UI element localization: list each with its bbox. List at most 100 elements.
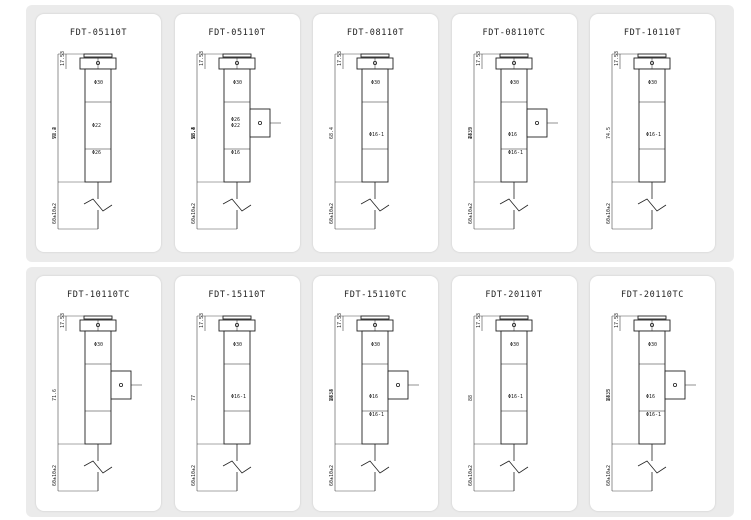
top-flange <box>222 53 251 58</box>
top-flange <box>360 53 390 58</box>
dimension-label: Φ30 <box>94 342 103 348</box>
dimension-label: 17.53 <box>614 51 620 66</box>
break-symbol <box>499 198 528 212</box>
dimension-label: Φ30 <box>371 342 380 348</box>
model-title: FDT-08110T <box>346 28 405 38</box>
dimension-label: 88.4 <box>329 389 335 401</box>
port-hole <box>534 121 539 126</box>
dimension-label: Φ26 <box>92 150 101 156</box>
dimension-label: 60±10±2 <box>52 203 58 224</box>
model-title: FDT-10110TC <box>67 290 130 300</box>
dimension-label: 17.53 <box>199 313 205 328</box>
side-port <box>526 108 547 138</box>
top-flange <box>360 315 390 320</box>
model-title: FDT-05110T <box>208 28 266 38</box>
dimension-label: 24.3 <box>606 389 612 401</box>
dimension-label: 7.3 <box>606 392 612 401</box>
port-hole <box>257 121 262 126</box>
port-hole <box>673 383 678 388</box>
break-symbol <box>499 460 528 474</box>
port-hole <box>396 383 401 388</box>
dimension-label: 17.53 <box>199 51 205 66</box>
model-title: FDT-15110T <box>208 290 266 300</box>
top-flange <box>83 53 113 58</box>
dimension-label: 17.53 <box>614 313 620 328</box>
dimension-label: Φ30 <box>648 342 657 348</box>
dimension-label: 92.2 <box>52 127 58 139</box>
break-symbol <box>360 460 390 474</box>
dimension-label: Φ16 <box>508 132 517 138</box>
side-port <box>387 370 409 400</box>
dimension-label: Φ16-1 <box>508 394 523 400</box>
model-title: FDT-20110T <box>485 290 543 300</box>
break-symbol <box>83 198 113 212</box>
model-title: FDT-15110TC <box>344 290 407 300</box>
dimension-label: Φ30 <box>510 80 519 86</box>
break-symbol <box>637 460 667 474</box>
dimension-label: 7.3 <box>329 392 335 401</box>
break-symbol <box>637 198 667 212</box>
dimension-label: 17.53 <box>60 51 66 66</box>
probe-body <box>500 68 527 183</box>
dimension-label: Φ16 <box>369 394 378 400</box>
dimension-label: Φ16 <box>646 394 655 400</box>
dimension-label: 24.3 <box>329 389 335 401</box>
dimension-label: Φ16-1 <box>231 394 246 400</box>
dimension-label: 60±10±2 <box>329 203 335 224</box>
dimension-label: Φ30 <box>648 80 657 86</box>
dimension-label: 24.3 <box>468 127 474 139</box>
dimension-label: 17.53 <box>476 313 482 328</box>
dimension-label: Φ16-1 <box>646 412 661 418</box>
break-symbol <box>83 460 113 474</box>
dimension-label: Φ16-1 <box>369 412 384 418</box>
dimension-label: 60±10±2 <box>468 203 474 224</box>
dimension-label: 60±10±2 <box>52 465 58 486</box>
dimension-label: 60±10±2 <box>191 203 197 224</box>
port-hole <box>119 383 124 388</box>
probe-body <box>638 68 666 183</box>
dimension-label: Φ26 <box>231 117 240 123</box>
model-title: FDT-08110TC <box>482 28 546 38</box>
break-symbol <box>222 198 251 212</box>
probe-body <box>223 68 250 183</box>
model-title: FDT-20110TC <box>621 290 684 300</box>
side-port <box>249 108 270 138</box>
dimension-label: Φ30 <box>233 342 242 348</box>
model-title: FDT-05110T <box>69 28 128 38</box>
dimension-label: Φ30 <box>510 342 519 348</box>
side-port <box>664 370 686 400</box>
dimension-label: 60±10±2 <box>606 465 612 486</box>
dimension-label: 60±10±2 <box>468 465 474 486</box>
dimension-label: 17.53 <box>337 51 343 66</box>
dimension-label: 17.53 <box>337 313 343 328</box>
break-symbol <box>360 198 390 212</box>
probe-body <box>84 68 112 183</box>
dimension-label: 28.3 <box>191 127 197 139</box>
dimension-label: 74.5 <box>606 127 612 139</box>
dimension-label: Φ30 <box>233 80 242 86</box>
model-title: FDT-10110T <box>623 28 682 38</box>
dimension-label: 60±10±2 <box>606 203 612 224</box>
dimension-label: 78.4 <box>52 127 58 139</box>
dimension-label: 53.4 <box>191 127 197 139</box>
dimension-label: 76.4 <box>191 127 197 139</box>
dimension-label: Φ16 <box>231 150 240 156</box>
